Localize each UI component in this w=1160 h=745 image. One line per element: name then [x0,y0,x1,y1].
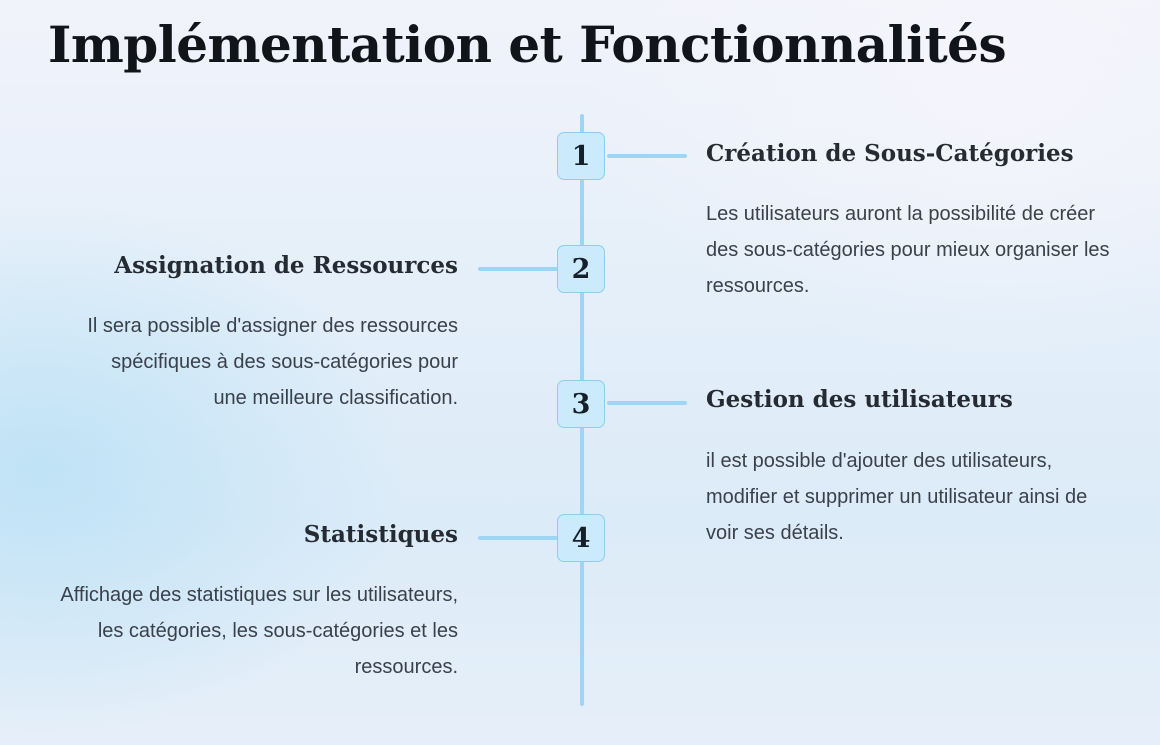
step-1-title: Création de Sous-Catégories [706,140,1074,167]
page-title: Implémentation et Fonctionnalités [48,15,1007,74]
step-2-description: Il sera possible d'assigner des ressourc… [87,315,458,409]
step-3-title: Gestion des utilisateurs [706,386,1013,413]
step-4-description: Affichage des statistiques sur les utili… [60,584,458,678]
step-2-connector [478,267,558,271]
step-4-connector [478,536,558,540]
step-2-title: Assignation de Ressources [114,252,458,279]
step-2-number-badge: 2 [557,245,605,293]
step-3-connector [607,401,687,405]
step-3-description: il est possible d'ajouter des utilisateu… [706,450,1088,544]
step-4-title: Statistiques [303,521,458,548]
step-1-description: Les utilisateurs auront la possibilité d… [706,203,1110,297]
step-1-number-badge: 1 [557,132,605,180]
step-1-connector [607,154,687,158]
step-4-number-badge: 4 [557,514,605,562]
step-3-number-badge: 3 [557,380,605,428]
